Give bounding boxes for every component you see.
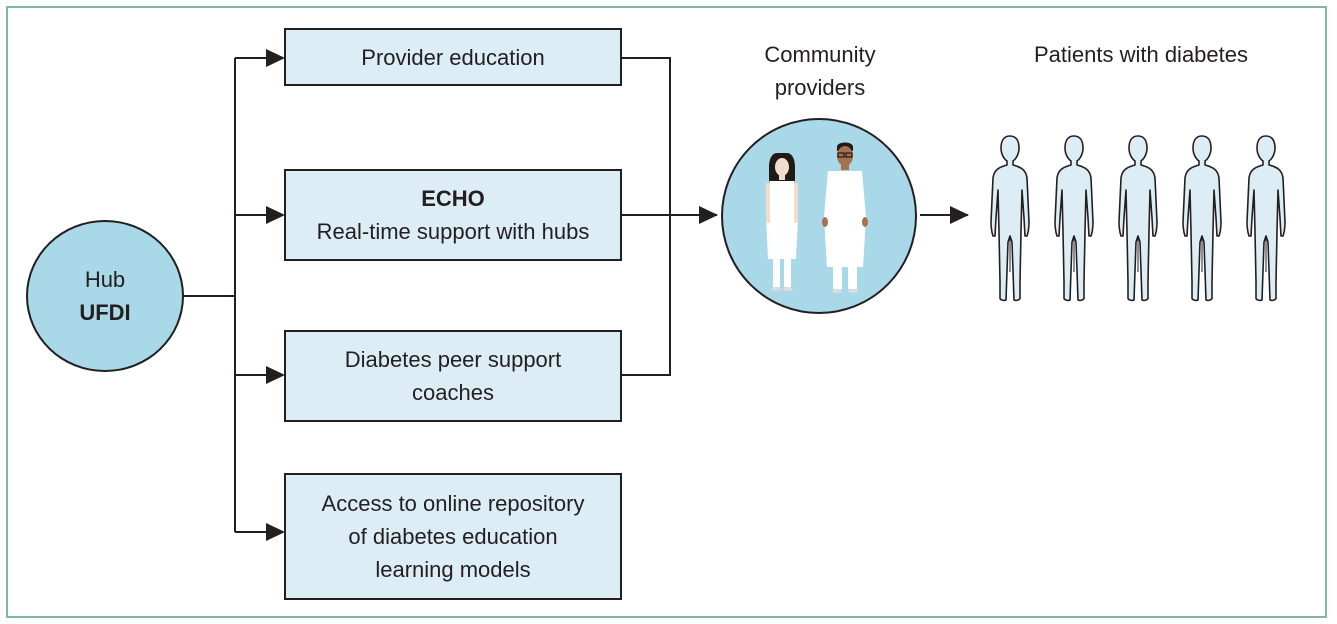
peer-support-line-2: coaches xyxy=(412,380,494,405)
arrowhead-online-repository xyxy=(266,523,285,541)
hub-name: UFDI xyxy=(79,300,131,325)
patient-icon xyxy=(990,135,1030,302)
online-repository-line-1: Access to online repository xyxy=(321,491,585,516)
male-provider-icon xyxy=(822,142,868,293)
peer-support-box: Diabetes peer support coaches xyxy=(284,330,622,422)
female-provider-icon xyxy=(766,153,798,291)
patient-icon xyxy=(1118,135,1158,302)
arrowhead-provider-education xyxy=(266,49,285,67)
provider-education-box: Provider education xyxy=(284,28,622,86)
hub-label: Hub xyxy=(84,267,126,292)
figure-frame xyxy=(6,6,1327,618)
community-heading-line-2: providers xyxy=(774,75,866,100)
peer-support-line-1: Diabetes peer support xyxy=(344,347,562,372)
patient-icon xyxy=(1246,135,1286,302)
hub-ufdi-node: Hub UFDI xyxy=(26,220,184,372)
online-repository-box: Access to online repository of diabetes … xyxy=(284,473,622,600)
patients-group xyxy=(990,135,1286,302)
community-heading-line-1: Community xyxy=(764,42,876,67)
online-repository-line-3: learning models xyxy=(375,557,531,582)
arrowhead-peer-support xyxy=(266,366,285,384)
arrowhead-community xyxy=(699,206,718,224)
echo-title: ECHO xyxy=(421,186,485,211)
echo-box: ECHO Real-time support with hubs xyxy=(284,169,622,261)
community-providers-heading: Community providers xyxy=(730,38,910,104)
provider-education-label: Provider education xyxy=(361,44,545,70)
patient-icon xyxy=(1182,135,1222,302)
community-providers-circle xyxy=(721,118,917,314)
echo-description: Real-time support with hubs xyxy=(316,219,590,244)
arrowhead-echo xyxy=(266,206,285,224)
arrowhead-patients xyxy=(950,206,969,224)
online-repository-line-2: of diabetes education xyxy=(348,524,558,549)
patients-heading: Patients with diabetes xyxy=(1033,42,1249,67)
patient-icon xyxy=(1054,135,1094,302)
collector-line xyxy=(622,57,671,376)
